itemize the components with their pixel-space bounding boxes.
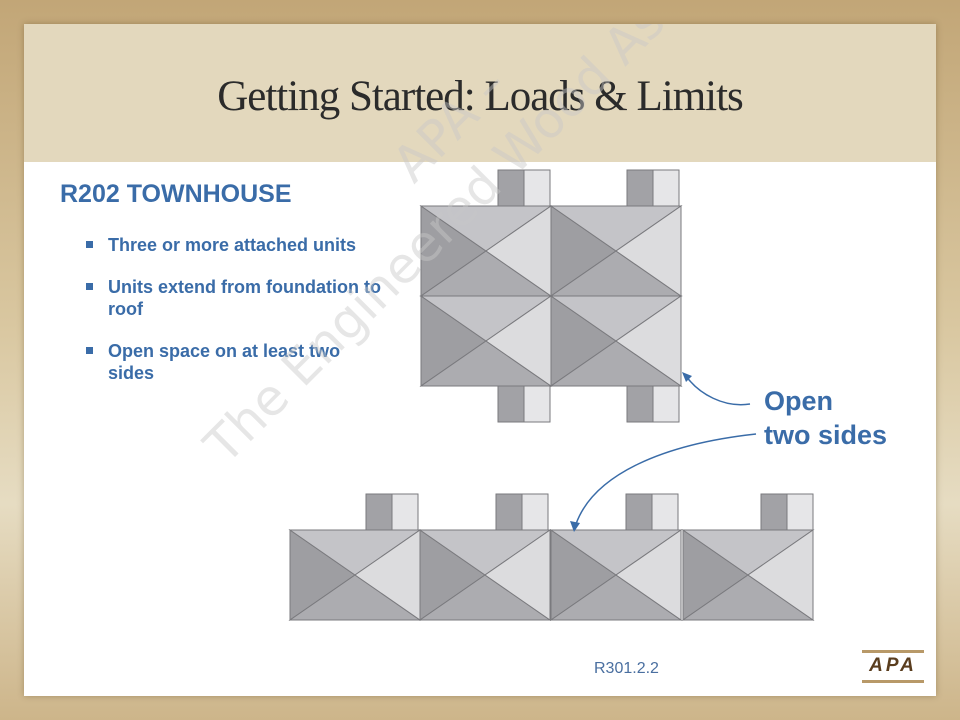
apa-logo: APA — [860, 648, 926, 686]
cluster-top — [420, 169, 682, 423]
bullet-item: Open space on at least two sides — [82, 340, 382, 384]
arrow-top — [685, 375, 751, 406]
logo-rule — [862, 650, 924, 653]
square-bullet-icon — [86, 283, 93, 290]
bullet-item: Three or more attached units — [82, 234, 382, 256]
square-bullet-icon — [86, 347, 93, 354]
townhouse-diagram — [289, 169, 814, 621]
logo-rule — [862, 680, 924, 683]
logo-text: APA — [869, 655, 917, 676]
code-reference: R301.2.2 — [594, 660, 659, 677]
callout-label: Open two sides — [764, 386, 888, 450]
title-band — [24, 24, 936, 162]
bullet-item: Units extend from foundation to roof — [82, 276, 382, 320]
slide-title: Getting Started: Loads & Limits — [217, 73, 744, 120]
square-bullet-icon — [86, 241, 93, 248]
bullet-list: Three or more attached units Units exten… — [82, 234, 382, 404]
row-bottom — [289, 493, 814, 621]
arrow-head-icon — [570, 521, 580, 532]
arrow-head-icon — [682, 372, 692, 382]
section-heading: R202 TOWNHOUSE — [60, 180, 292, 208]
arrow-bottom — [575, 433, 757, 525]
slide: Getting Started: Loads & Limits R202 TOW… — [24, 24, 936, 696]
